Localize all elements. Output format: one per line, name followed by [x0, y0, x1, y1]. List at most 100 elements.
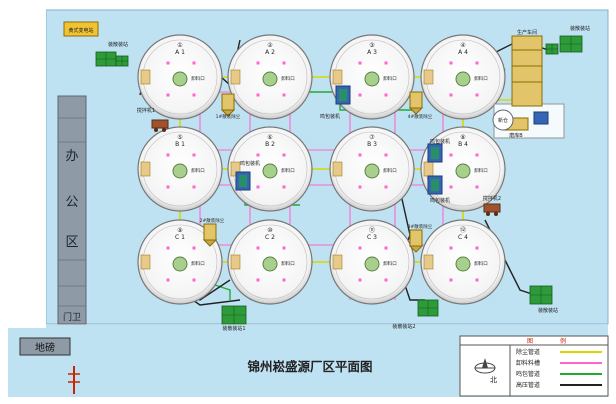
- valve-icon: [166, 93, 170, 97]
- hopper-icon: [423, 69, 434, 85]
- hopper-icon: [230, 69, 241, 85]
- pack-booth-a-label: 鸣包装机: [320, 113, 340, 120]
- silo-number: ⑥: [267, 134, 272, 141]
- unload-label: 卸料口: [281, 75, 295, 82]
- silo-core-icon: [455, 163, 471, 179]
- valve-icon: [192, 61, 196, 65]
- legend-north-char: 北: [490, 376, 497, 384]
- dust-collector-3-label: 2#散装除尘: [200, 217, 225, 224]
- mixer-right-label: 搅拌机2: [483, 195, 501, 202]
- valve-icon: [449, 246, 453, 250]
- valve-icon: [358, 153, 362, 157]
- silo-core-icon: [364, 256, 380, 272]
- packer-bottom-right[interactable]: [529, 285, 553, 305]
- legend-label-3: 鸣包管道: [516, 370, 540, 378]
- legend-label-2: 卸料料槽: [516, 359, 540, 367]
- unload-label: 卸料口: [474, 75, 488, 82]
- pack-booth-c[interactable]: [427, 143, 443, 163]
- packer-bottom-mid[interactable]: [417, 299, 439, 317]
- valve-icon: [358, 93, 362, 97]
- dust-collector-1[interactable]: [220, 93, 236, 117]
- valve-icon: [192, 246, 196, 250]
- silo-core-icon: [364, 163, 380, 179]
- dust-collector-2[interactable]: [408, 91, 424, 115]
- hopper-icon: [230, 254, 241, 270]
- valve-icon: [475, 61, 479, 65]
- silo-core-icon: [172, 71, 188, 87]
- pack-booth-d[interactable]: [427, 175, 443, 195]
- valve-icon: [475, 185, 479, 189]
- valve-icon: [449, 153, 453, 157]
- silo-code: A 1: [175, 49, 185, 56]
- silo-core-icon: [172, 256, 188, 272]
- silo-code: C 3: [367, 234, 377, 241]
- office-char-2: 公: [65, 195, 78, 210]
- silo-core-icon: [455, 256, 471, 272]
- unload-label: 卸料口: [474, 167, 488, 174]
- pack-station-br-label: 装散装站: [538, 307, 558, 314]
- legend-label-4: 高压管道: [516, 381, 540, 389]
- silo-code: B 1: [175, 141, 185, 148]
- valve-icon: [449, 185, 453, 189]
- hopper-icon: [140, 254, 151, 270]
- valve-icon: [166, 153, 170, 157]
- office-char-3: 区: [65, 235, 78, 250]
- valve-icon: [358, 61, 362, 65]
- silo-core-icon: [364, 71, 380, 87]
- pack-station-bl-label: 装散装站1: [222, 325, 245, 332]
- silo-code: C 1: [175, 234, 185, 241]
- legend-label-1: 除尘管道: [516, 348, 540, 356]
- valve-icon: [358, 278, 362, 282]
- silo-core-icon: [172, 163, 188, 179]
- valve-icon: [358, 246, 362, 250]
- silo-code: A 2: [265, 49, 275, 56]
- pack-booth-b[interactable]: [235, 171, 251, 191]
- production-plant: [492, 35, 565, 139]
- silo-number: ⑫: [460, 226, 466, 234]
- silo-code: A 3: [367, 49, 377, 56]
- valve-icon: [256, 278, 260, 282]
- valve-icon: [282, 278, 286, 282]
- silo-number: ⑪: [369, 226, 375, 234]
- pack-booth-c-label: 鸣包装机: [430, 138, 450, 145]
- packer-top-left-b[interactable]: [115, 55, 129, 67]
- packer-top-left[interactable]: [95, 51, 117, 67]
- mixer-left[interactable]: [151, 119, 169, 132]
- packer-top-right-b[interactable]: [545, 43, 559, 55]
- valve-icon: [384, 153, 388, 157]
- dust-collector-4-label: 3#散装除尘: [408, 223, 433, 230]
- silo-core-icon: [455, 71, 471, 87]
- silo-4[interactable]: ④A 4 卸料口: [420, 34, 506, 120]
- dust-collector-3[interactable]: [202, 223, 218, 247]
- mixer-right[interactable]: [483, 203, 501, 216]
- silo-code: B 3: [367, 141, 377, 148]
- valve-icon: [192, 185, 196, 189]
- pack-booth-a[interactable]: [335, 85, 351, 105]
- pack-booth-b-label: 鸣包装机: [240, 160, 260, 167]
- packer-top-right[interactable]: [559, 35, 583, 53]
- valve-icon: [192, 153, 196, 157]
- hopper-icon: [423, 254, 434, 270]
- silo-number: ⑦: [369, 134, 375, 141]
- valve-icon: [282, 246, 286, 250]
- unload-label: 卸料口: [191, 167, 205, 174]
- silo-code: C 4: [458, 234, 468, 241]
- silo-code: A 4: [458, 49, 468, 56]
- unload-label: 卸料口: [383, 167, 397, 174]
- silo-7[interactable]: ⑦B 3 卸料口: [329, 126, 415, 212]
- valve-icon: [282, 61, 286, 65]
- dust-collector-4[interactable]: [408, 229, 424, 253]
- packer-bottom-left[interactable]: [221, 305, 247, 325]
- silo-number: ①: [177, 42, 182, 49]
- silo-number: ④: [460, 42, 465, 49]
